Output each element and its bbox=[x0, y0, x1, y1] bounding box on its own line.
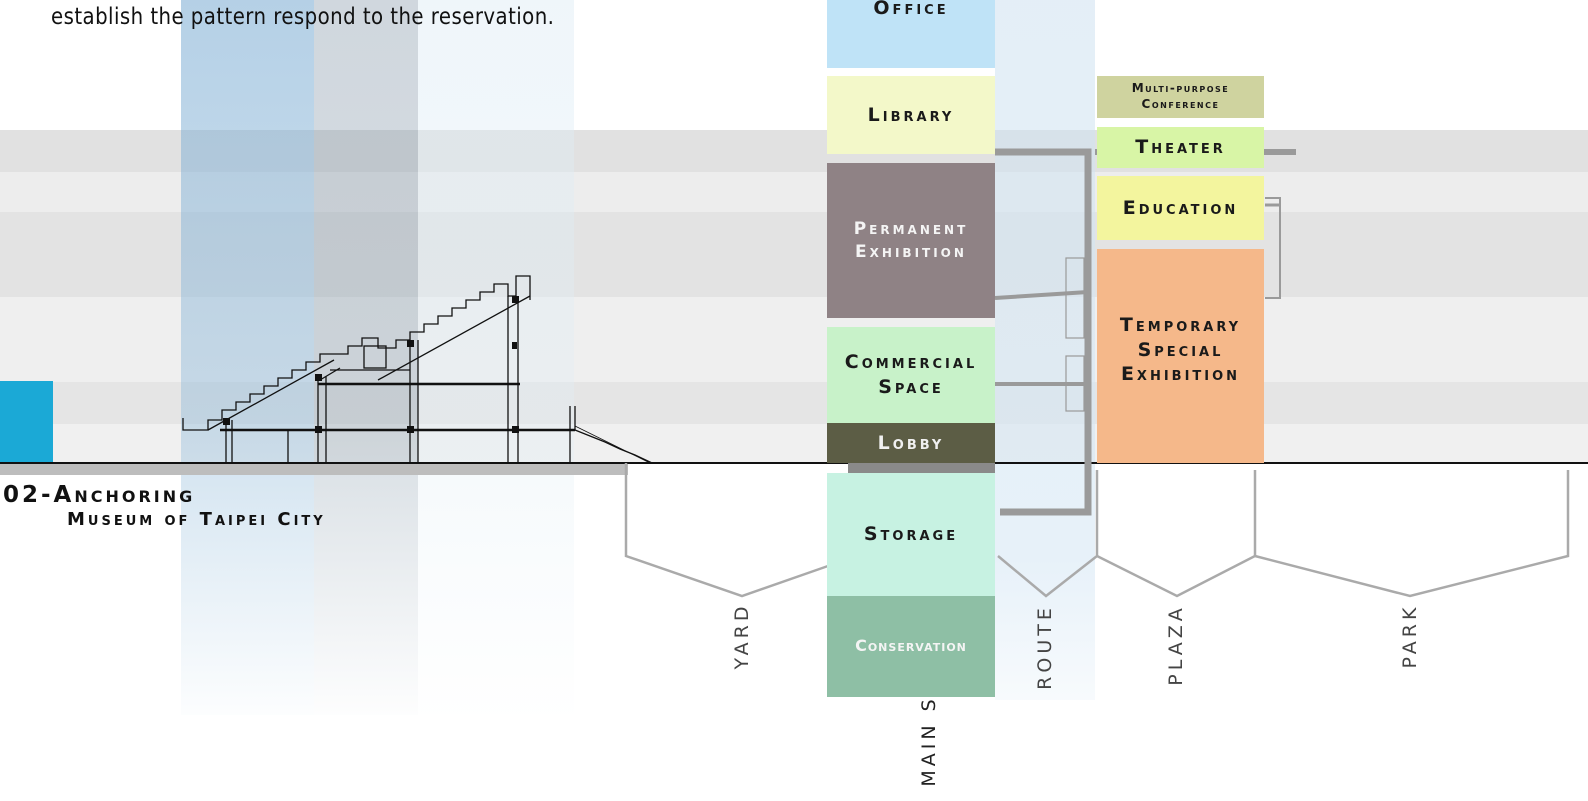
lobby-label: Lobby bbox=[877, 431, 945, 454]
storage-label: Storage bbox=[863, 523, 959, 546]
project-subtitle: Museum of Taipei City bbox=[67, 509, 326, 530]
intro-text: establish the pattern respond to the res… bbox=[51, 4, 555, 30]
zone-label-main: MAIN S bbox=[918, 695, 940, 787]
project-number-title: 02-Anchoring bbox=[3, 482, 196, 508]
education-label: Education bbox=[1122, 196, 1239, 219]
zone-label-park: PARK bbox=[1399, 603, 1421, 669]
lobby-base bbox=[848, 463, 995, 473]
exhibition-label: Exhibition bbox=[855, 241, 967, 262]
multipurpose-label: Multi-purpose bbox=[1131, 81, 1230, 96]
permanent-label: Permanent bbox=[853, 219, 969, 240]
zone-label-route: ROUTE bbox=[1034, 604, 1056, 690]
theater-label: Theater bbox=[1135, 136, 1226, 159]
temporary-label: Temporary bbox=[1119, 314, 1242, 336]
program-lobby: Lobby bbox=[827, 423, 995, 463]
vertical-column-gray bbox=[314, 0, 418, 715]
conservation-label: Conservation bbox=[855, 636, 967, 656]
zone-label-plaza: PLAZA bbox=[1165, 604, 1187, 686]
program-theater: Theater bbox=[1097, 127, 1264, 168]
library-label: Library bbox=[867, 103, 955, 126]
vertical-column-light bbox=[418, 0, 574, 715]
ground-platform bbox=[0, 463, 628, 475]
special-label: Special bbox=[1137, 338, 1224, 361]
exhibition2-label: Exhibition bbox=[1120, 363, 1241, 386]
anchor-block bbox=[0, 381, 53, 475]
program-education: Education bbox=[1097, 176, 1264, 240]
commercial-label: Commercial bbox=[844, 351, 978, 374]
conference-label: Conference bbox=[1141, 97, 1220, 111]
zone-label-yard: YARD bbox=[731, 602, 753, 670]
space-label: Space bbox=[878, 376, 944, 398]
route-column bbox=[995, 0, 1095, 700]
vertical-column-blue bbox=[181, 0, 314, 715]
program-office: Office bbox=[827, 0, 995, 68]
office-label: Office bbox=[873, 0, 949, 19]
program-conservation: Conservation bbox=[827, 596, 995, 697]
ground-line bbox=[0, 462, 1588, 464]
program-storage: Storage bbox=[827, 473, 995, 596]
program-library: Library bbox=[827, 76, 995, 154]
